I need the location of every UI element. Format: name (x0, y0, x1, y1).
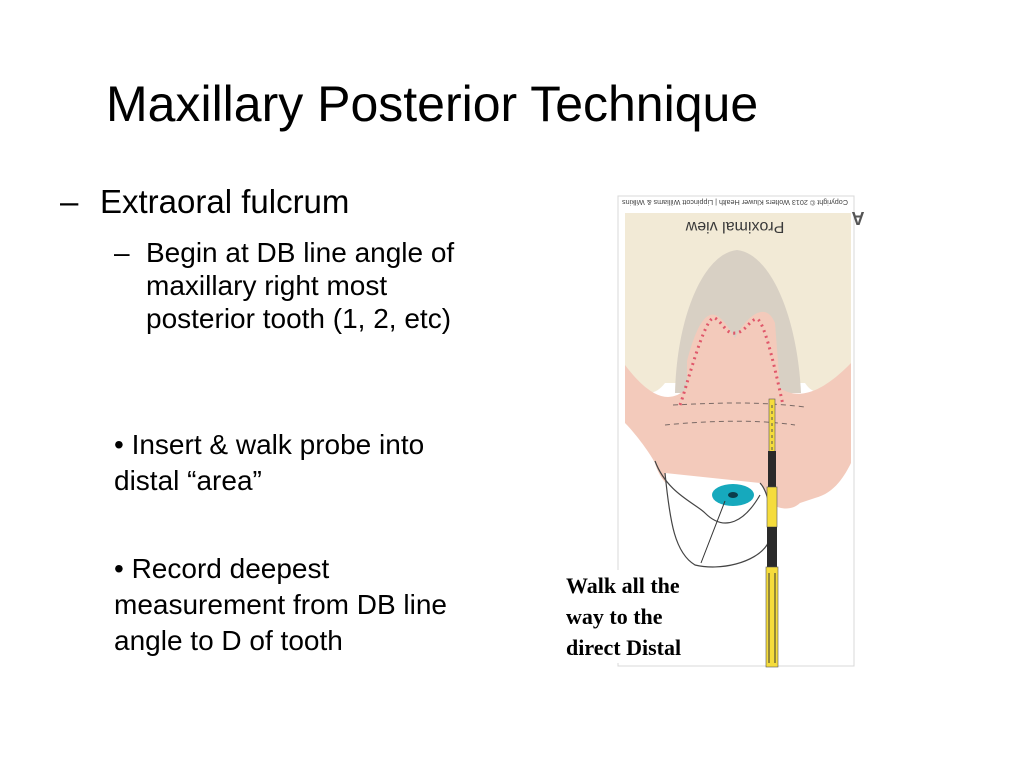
bullet-level2-text: Begin at DB line angle of maxillary righ… (146, 237, 455, 334)
panel-letter-group: A (852, 208, 865, 228)
proximal-view-label-group: Proximal view (685, 218, 784, 235)
bullet-insert-walk-probe: • Insert & walk probe into distal “area” (114, 429, 425, 496)
probe-handle (765, 566, 779, 668)
bullet-level1-text: Extraoral fulcrum (100, 183, 350, 220)
dash-marker: – (60, 183, 79, 220)
pocket-dots (678, 316, 785, 406)
slide-title: Maxillary Posterior Technique (106, 76, 759, 132)
bone-line (672, 402, 806, 408)
gingiva-outline (654, 460, 761, 524)
panel-letter: A (852, 208, 865, 228)
gingiva (625, 311, 851, 524)
bullet-level2: – Begin at DB line angle of maxillary ri… (114, 236, 494, 335)
leader-line (700, 500, 726, 564)
dash-marker: – (114, 237, 130, 268)
probe-shaft-black (767, 527, 777, 567)
probe-shaft-yellow (766, 486, 778, 528)
bullet-record-deepest: • Record deepest measurement from DB lin… (114, 553, 448, 656)
copyright-text: Copyright © 2013 Wolters Kluwer Health |… (622, 198, 848, 207)
probe-black-band (768, 451, 776, 487)
proximal-view-label: Proximal view (685, 218, 784, 235)
calculus-center (728, 492, 738, 498)
figure-caption: Walk all the way to the direct Distal (566, 570, 716, 663)
copyright-band: Copyright © 2013 Wolters Kluwer Health |… (622, 198, 848, 207)
cej-line (664, 420, 796, 426)
